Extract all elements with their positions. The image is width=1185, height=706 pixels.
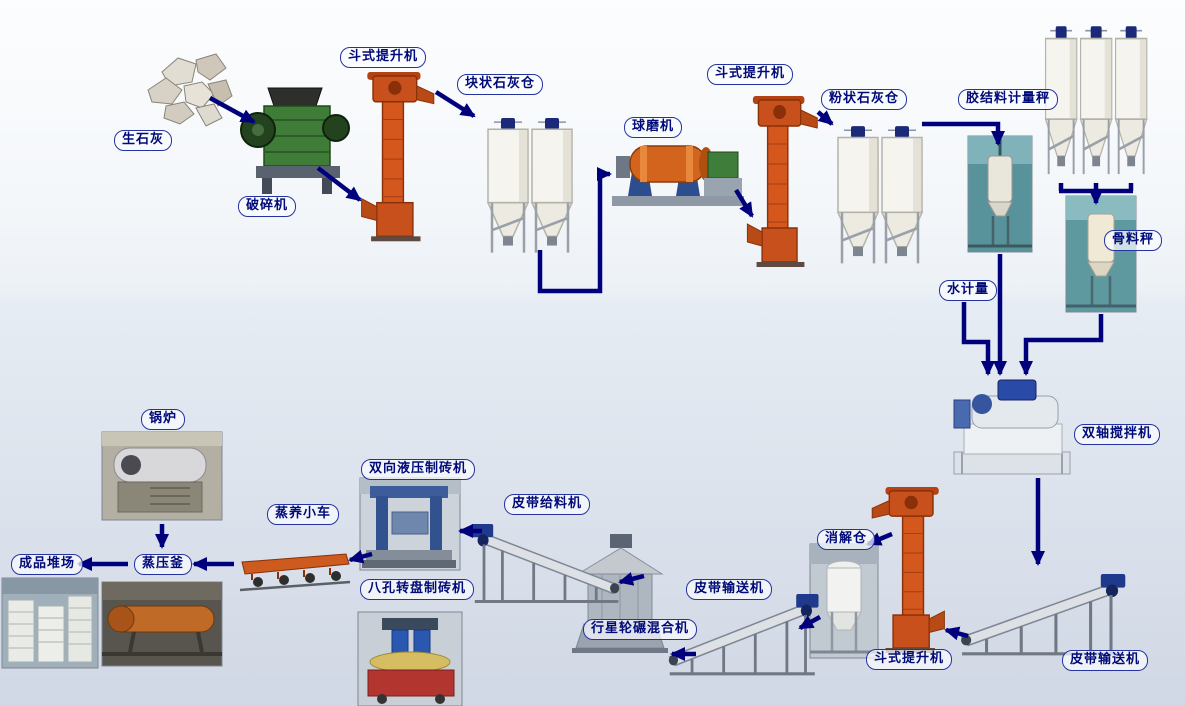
flow-arrow — [816, 110, 834, 126]
label-product-yard: 成品堆场 — [11, 554, 84, 575]
autoclave-image — [101, 581, 223, 667]
label-bucket-elevator-3: 斗式提升机 — [866, 649, 953, 670]
flow-line — [1058, 183, 1134, 194]
hydraulic-brick-machine-image — [359, 477, 461, 571]
label-steam-cart: 蒸养小车 — [267, 504, 340, 525]
label-powder-lime-silo: 粉状石灰仓 — [821, 89, 908, 110]
label-water-meter: 水计量 — [939, 280, 998, 301]
label-belt-conveyor-mid: 皮带输送机 — [686, 579, 773, 600]
flow-arrow — [734, 188, 754, 218]
flow-arrow — [618, 572, 645, 586]
label-ball-mill: 球磨机 — [624, 117, 683, 138]
powder-lime-silo-image — [836, 124, 924, 265]
lump-lime-silo-image — [486, 116, 574, 254]
label-lump-lime-silo: 块状石灰仓 — [457, 74, 544, 95]
label-autoclave: 蒸压釜 — [134, 554, 193, 575]
jaw-crusher-image — [240, 87, 350, 194]
flow-arrow — [316, 166, 362, 202]
flow-arrow — [208, 96, 256, 124]
label-crusher: 破碎机 — [238, 196, 297, 217]
bucket-elevator-1-image — [360, 71, 435, 243]
boiler-image — [101, 431, 223, 521]
bucket-elevator-2-image — [746, 95, 819, 268]
label-double-shaft-mixer: 双轴搅拌机 — [1074, 424, 1161, 445]
label-quicklime: 生石灰 — [114, 130, 173, 151]
rotary-brick-machine-image — [357, 611, 463, 706]
ball-mill-image — [612, 145, 744, 206]
label-hydraulic-brick-machine: 双向液压制砖机 — [361, 459, 476, 480]
belt-conveyor-right-image — [959, 572, 1127, 656]
label-bucket-elevator-2: 斗式提升机 — [707, 64, 794, 85]
aggregate-scale-image — [1065, 195, 1137, 313]
label-digestion-silo: 消解仓 — [817, 529, 876, 550]
label-bucket-elevator-1: 斗式提升机 — [340, 47, 427, 68]
steam-cart-image — [239, 553, 351, 592]
label-rotary-brick-machine: 八孔转盘制砖机 — [360, 579, 475, 600]
flow-arrow — [961, 302, 995, 376]
label-boiler: 锅炉 — [141, 409, 186, 430]
product-yard-image — [1, 577, 99, 669]
flow-arrow — [922, 121, 1005, 146]
aggregate-silos-image — [1044, 24, 1149, 176]
digestion-silo-image — [809, 543, 879, 659]
label-belt-conveyor-right: 皮带输送机 — [1062, 650, 1149, 671]
flow-arrows — [77, 90, 1134, 661]
flow-arrow — [1019, 314, 1104, 376]
double-shaft-mixer-image — [953, 379, 1071, 475]
label-planetary-mixer: 行星轮碾混合机 — [583, 619, 698, 640]
bucket-elevator-3-image — [871, 486, 946, 654]
binder-scale-image — [967, 135, 1033, 253]
label-belt-feeder: 皮带给料机 — [504, 494, 591, 515]
flow-arrow — [348, 549, 373, 564]
flow-arrow — [537, 167, 612, 294]
flow-arrow — [798, 615, 822, 630]
quicklime-rocks-image — [147, 53, 233, 127]
label-aggregate-scale: 骨料秤 — [1104, 230, 1163, 251]
flow-arrow — [434, 90, 476, 118]
label-binder-scale: 胶结料计量秤 — [958, 89, 1059, 110]
flow-arrow — [944, 626, 969, 641]
